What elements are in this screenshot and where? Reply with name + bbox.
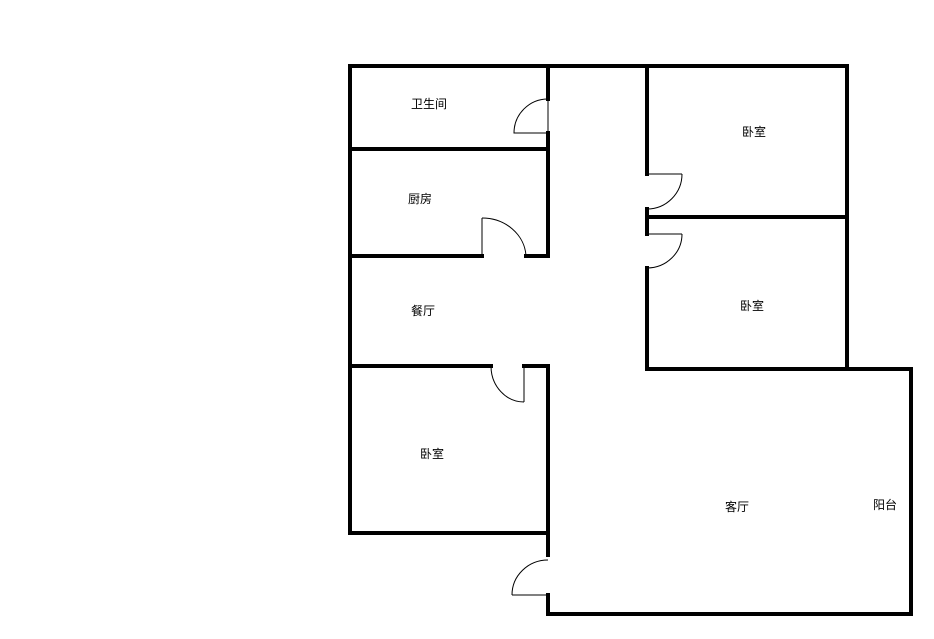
walls <box>348 64 913 616</box>
door-bathroom <box>513 98 549 134</box>
door-bedroom-left <box>490 365 525 403</box>
room-labels: 卫生间 厨房 餐厅 卧室 卧室 卧室 客厅 阳台 <box>408 97 897 514</box>
label-bedroom-left: 卧室 <box>420 446 444 461</box>
door-bedroom-top-right <box>646 173 683 210</box>
label-dining: 餐厅 <box>411 303 435 318</box>
label-balcony: 阳台 <box>873 497 897 512</box>
door-bedroom-mid-right <box>646 233 683 269</box>
door-kitchen <box>481 217 527 257</box>
label-kitchen: 厨房 <box>408 191 432 206</box>
door-entry <box>511 559 549 596</box>
doors <box>481 98 683 596</box>
label-bedroom-top-right: 卧室 <box>742 124 766 139</box>
label-bedroom-mid-right: 卧室 <box>740 298 764 313</box>
label-bathroom: 卫生间 <box>411 97 447 111</box>
label-living: 客厅 <box>725 499 749 514</box>
